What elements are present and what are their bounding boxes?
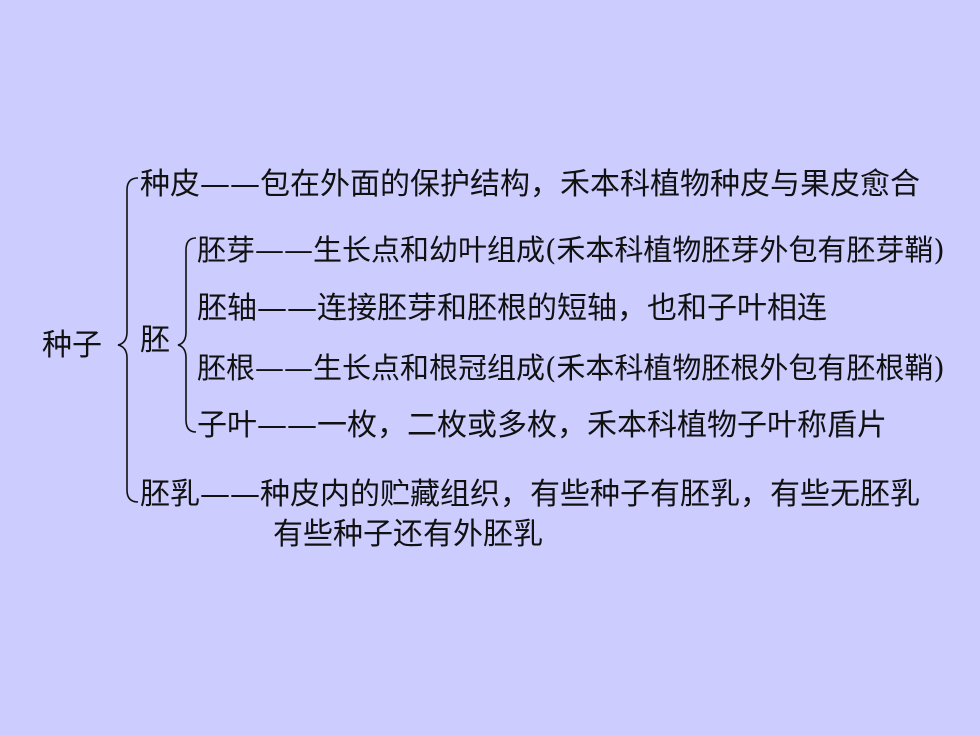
seed-coat-line: 种皮——包在外面的保护结构，禾本科植物种皮与果皮愈合 (140, 167, 920, 202)
plumule-line: 胚芽——生长点和幼叶组成(禾本科植物胚芽外包有胚芽鞘) (197, 233, 945, 267)
cotyledon-line: 子叶——一枚，二枚或多枚，禾本科植物子叶称盾片 (197, 408, 887, 443)
endosperm-line-2: 有些种子还有外胚乳 (273, 517, 543, 552)
outer-brace (117, 177, 139, 503)
hypocotyl-line: 胚轴——连接胚芽和胚根的短轴，也和子叶相连 (197, 291, 827, 326)
endosperm-line-1: 胚乳——种皮内的贮藏组织，有些种子有胚乳，有些无胚乳 (140, 477, 920, 512)
inner-brace (177, 237, 197, 433)
root-label-seed: 种子 (42, 328, 102, 363)
radicle-line: 胚根——生长点和根冠组成(禾本科植物胚根外包有胚根鞘) (197, 351, 945, 385)
embryo-label: 胚 (140, 323, 170, 358)
